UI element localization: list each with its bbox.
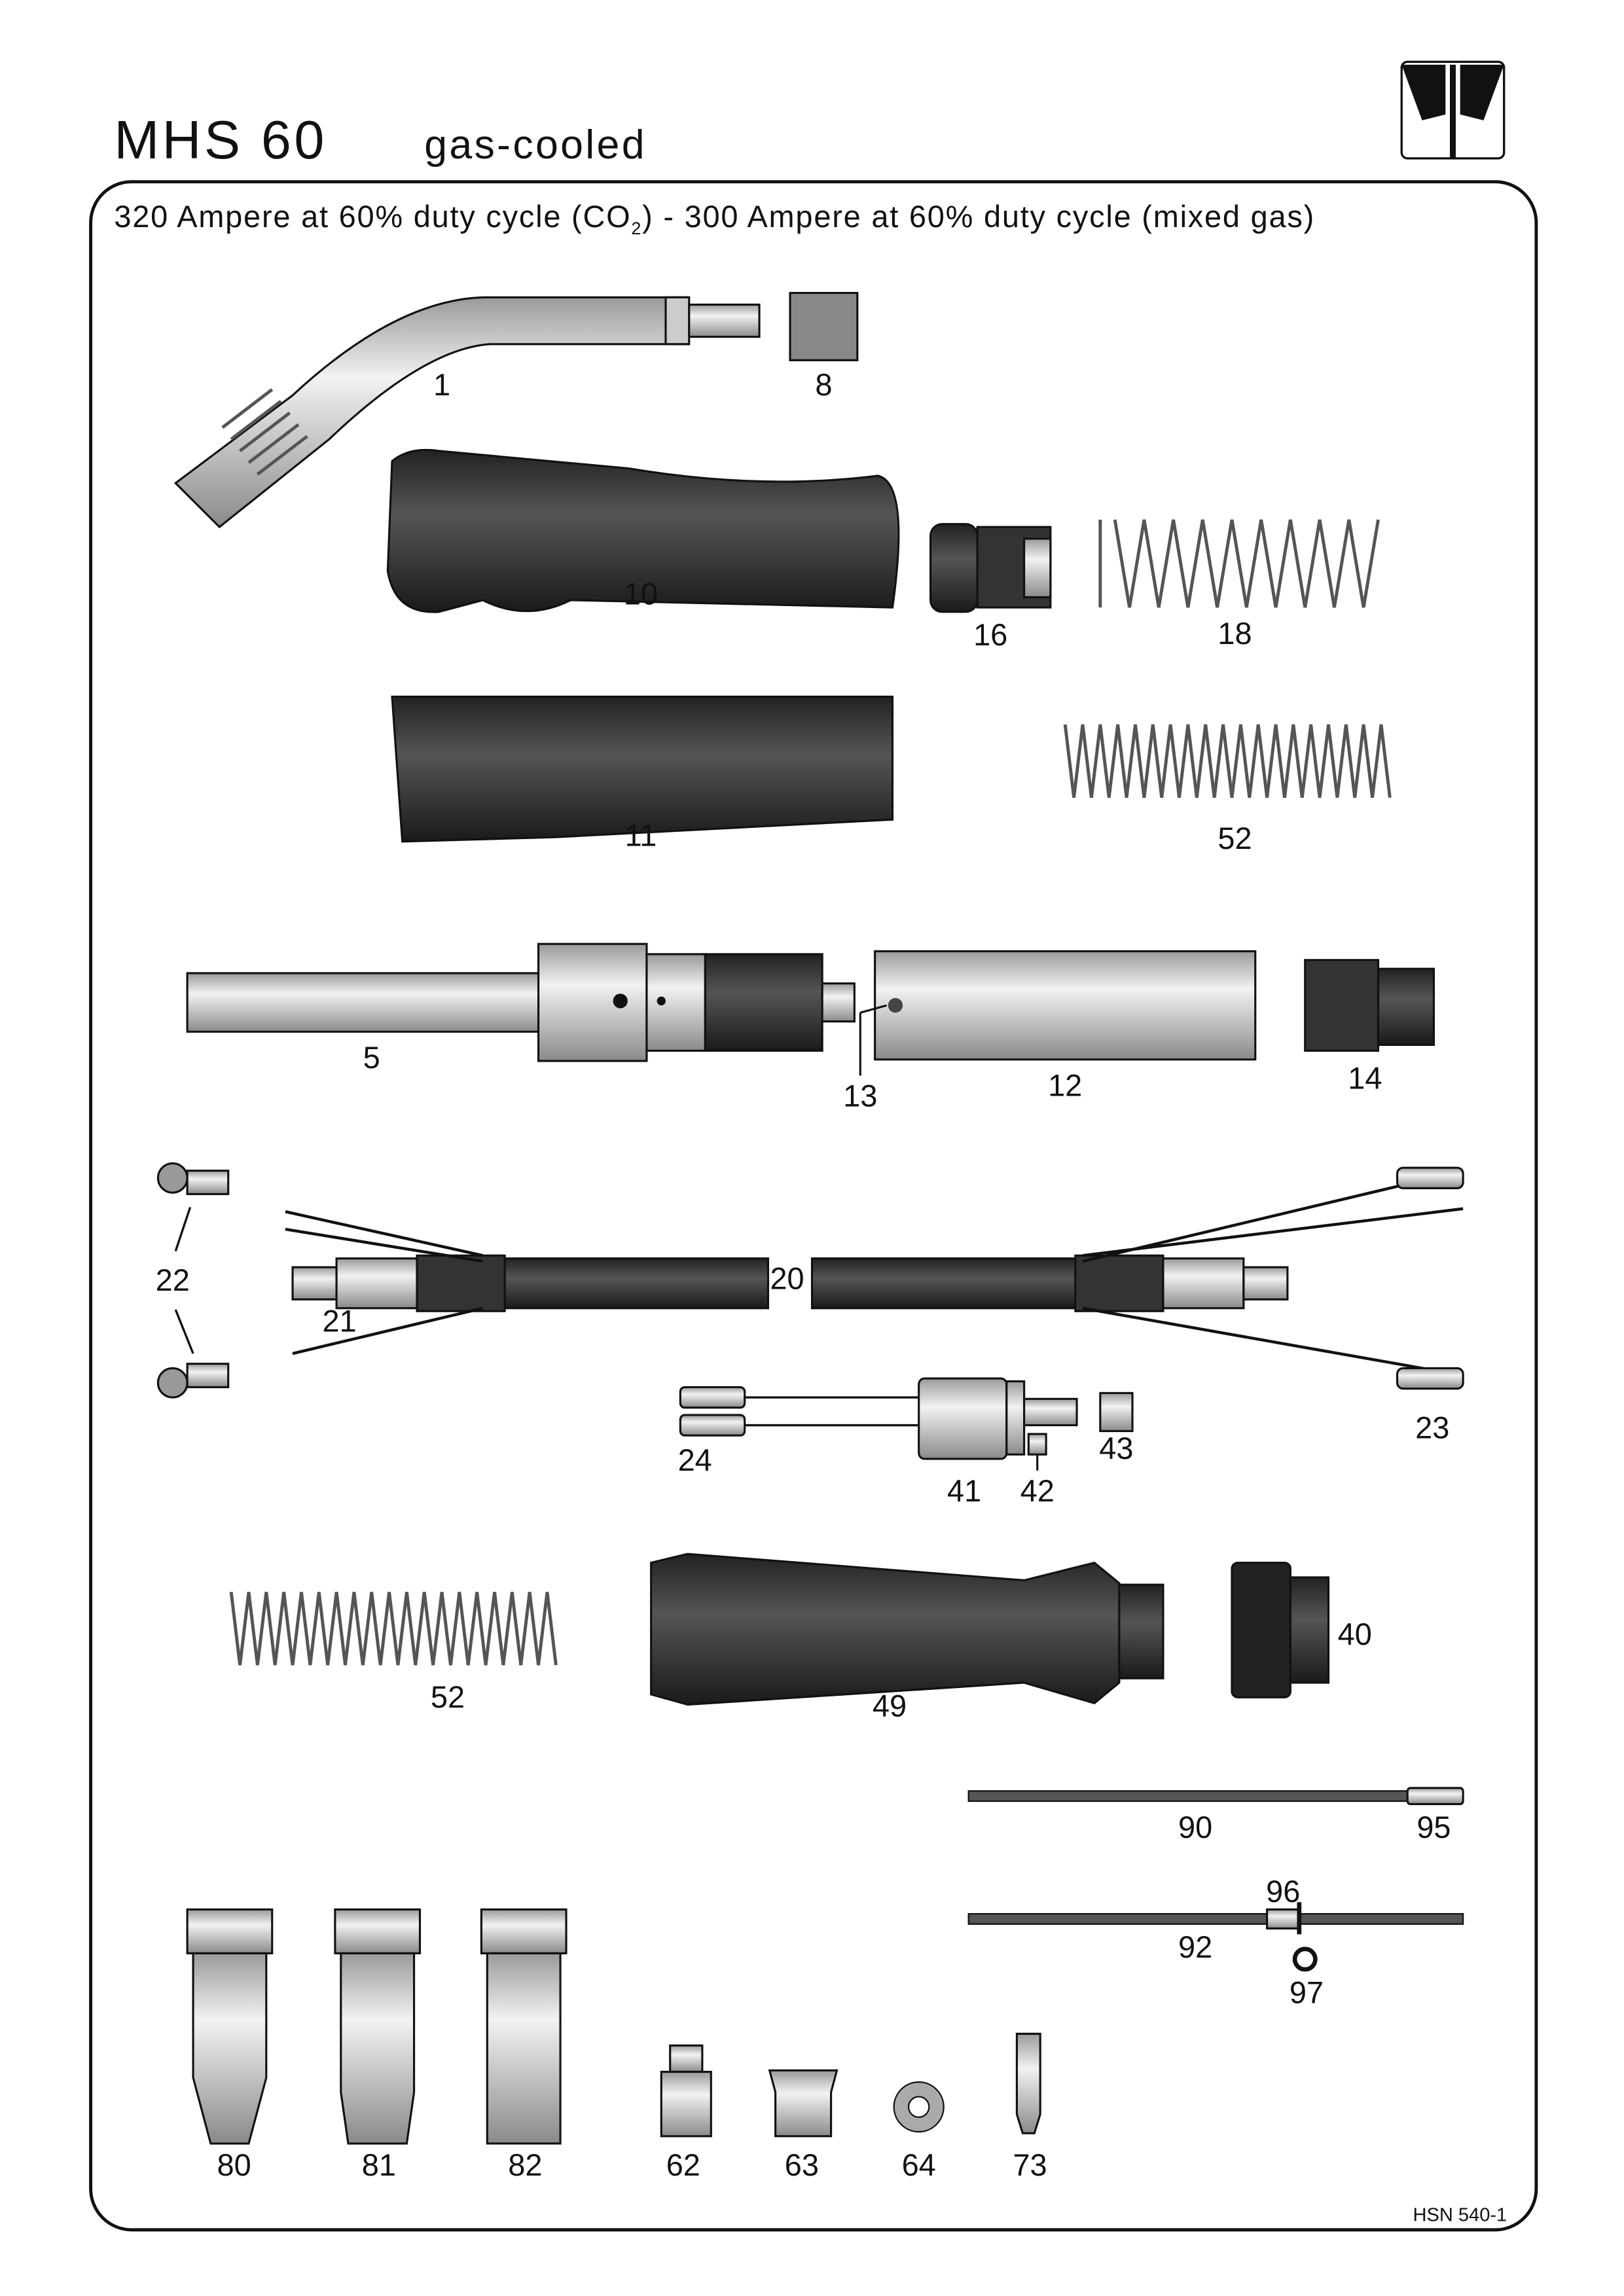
label-41: 41 — [947, 1474, 981, 1508]
part-20-cable-assembly — [285, 1166, 1464, 1390]
cooling-type: gas-cooled — [424, 122, 647, 168]
label-63: 63 — [785, 2148, 819, 2182]
label-64: 64 — [902, 2148, 936, 2182]
label-52-lower: 52 — [431, 1680, 465, 1714]
part-73-contact-tip — [1015, 2032, 1041, 2134]
content-frame — [89, 180, 1538, 2232]
part-8 — [789, 291, 859, 361]
part-1-swan-neck — [173, 296, 761, 529]
part-12-cover-tube — [859, 950, 1257, 1076]
part-62 — [660, 2044, 712, 2138]
label-49: 49 — [873, 1689, 907, 1723]
label-12: 12 — [1048, 1069, 1082, 1103]
part-52-spring-upper — [1063, 724, 1392, 798]
label-14: 14 — [1348, 1061, 1382, 1095]
label-10: 10 — [624, 577, 658, 611]
label-23: 23 — [1415, 1411, 1449, 1445]
label-92: 92 — [1178, 1930, 1212, 1964]
label-62: 62 — [666, 2148, 700, 2182]
label-13: 13 — [843, 1079, 877, 1113]
part-16 — [929, 523, 1052, 613]
label-96: 96 — [1266, 1874, 1300, 1909]
part-labels: 1 8 10 16 18 11 52 5 13 12 14 22 21 20 2… — [156, 368, 1451, 2182]
label-20: 20 — [770, 1262, 804, 1296]
part-10-handle — [386, 448, 900, 613]
part-92-liner — [967, 1902, 1464, 1972]
part-41-switch — [918, 1377, 1078, 1471]
label-18: 18 — [1218, 617, 1252, 651]
label-73: 73 — [1013, 2148, 1047, 2182]
part-81-nozzle — [334, 1908, 422, 2145]
label-43: 43 — [1099, 1431, 1133, 1465]
part-43 — [1099, 1391, 1134, 1433]
part-80-nozzle — [186, 1908, 274, 2145]
label-42: 42 — [1020, 1474, 1055, 1508]
part-5-torch-body — [186, 942, 856, 1062]
label-8: 8 — [815, 368, 832, 402]
part-63 — [768, 2069, 839, 2138]
label-52-upper: 52 — [1218, 821, 1252, 855]
part-49-handle-tube — [650, 1552, 1164, 1706]
label-5: 5 — [363, 1041, 380, 1075]
label-22: 22 — [156, 1263, 190, 1297]
rating-text: 320 Ampere at 60% duty cycle (CO2) - 300… — [114, 200, 1315, 238]
part-18-spring — [1098, 519, 1380, 608]
label-90: 90 — [1178, 1810, 1212, 1844]
part-11-handle-shell — [391, 695, 893, 843]
label-21: 21 — [322, 1304, 356, 1338]
label-97: 97 — [1290, 1975, 1324, 2009]
part-14 — [1304, 959, 1435, 1052]
part-22-ring-terminals — [156, 1162, 230, 1399]
label-81: 81 — [362, 2148, 396, 2182]
part-90-liner — [967, 1787, 1464, 1806]
label-82: 82 — [508, 2148, 542, 2182]
part-40 — [1231, 1562, 1330, 1698]
label-80: 80 — [217, 2148, 251, 2182]
model-title: MHS 60 — [114, 109, 327, 170]
label-1: 1 — [433, 368, 450, 402]
label-95: 95 — [1416, 1810, 1451, 1844]
document-id: HSN 540-1 — [1413, 2204, 1507, 2225]
part-24-wires — [679, 1386, 919, 1437]
part-52-spring-lower — [229, 1592, 558, 1666]
label-11: 11 — [625, 818, 657, 852]
label-40: 40 — [1338, 1617, 1372, 1651]
label-16: 16 — [973, 618, 1007, 652]
label-24: 24 — [678, 1443, 712, 1477]
brand-logo — [1400, 60, 1506, 160]
part-82-nozzle — [480, 1908, 568, 2145]
